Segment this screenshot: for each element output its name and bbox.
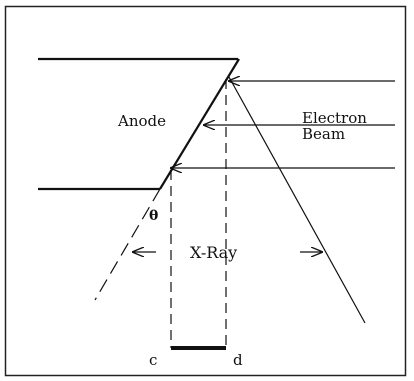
diagram-border xyxy=(4,5,407,377)
electron-beam-arrows xyxy=(171,81,395,168)
anode-target-face xyxy=(159,58,240,190)
xray-label: X-Ray xyxy=(190,243,237,262)
electron-beam-label-line1: Electron xyxy=(302,109,367,127)
point-d-label: d xyxy=(233,351,243,369)
xray-boundary-line xyxy=(228,76,366,324)
electron-beam-label-line2: Beam xyxy=(302,125,345,143)
target-face-extension xyxy=(94,188,161,301)
anode-label: Anode xyxy=(117,112,166,130)
theta-label: θ xyxy=(149,208,158,224)
point-c-label: c xyxy=(149,351,157,369)
